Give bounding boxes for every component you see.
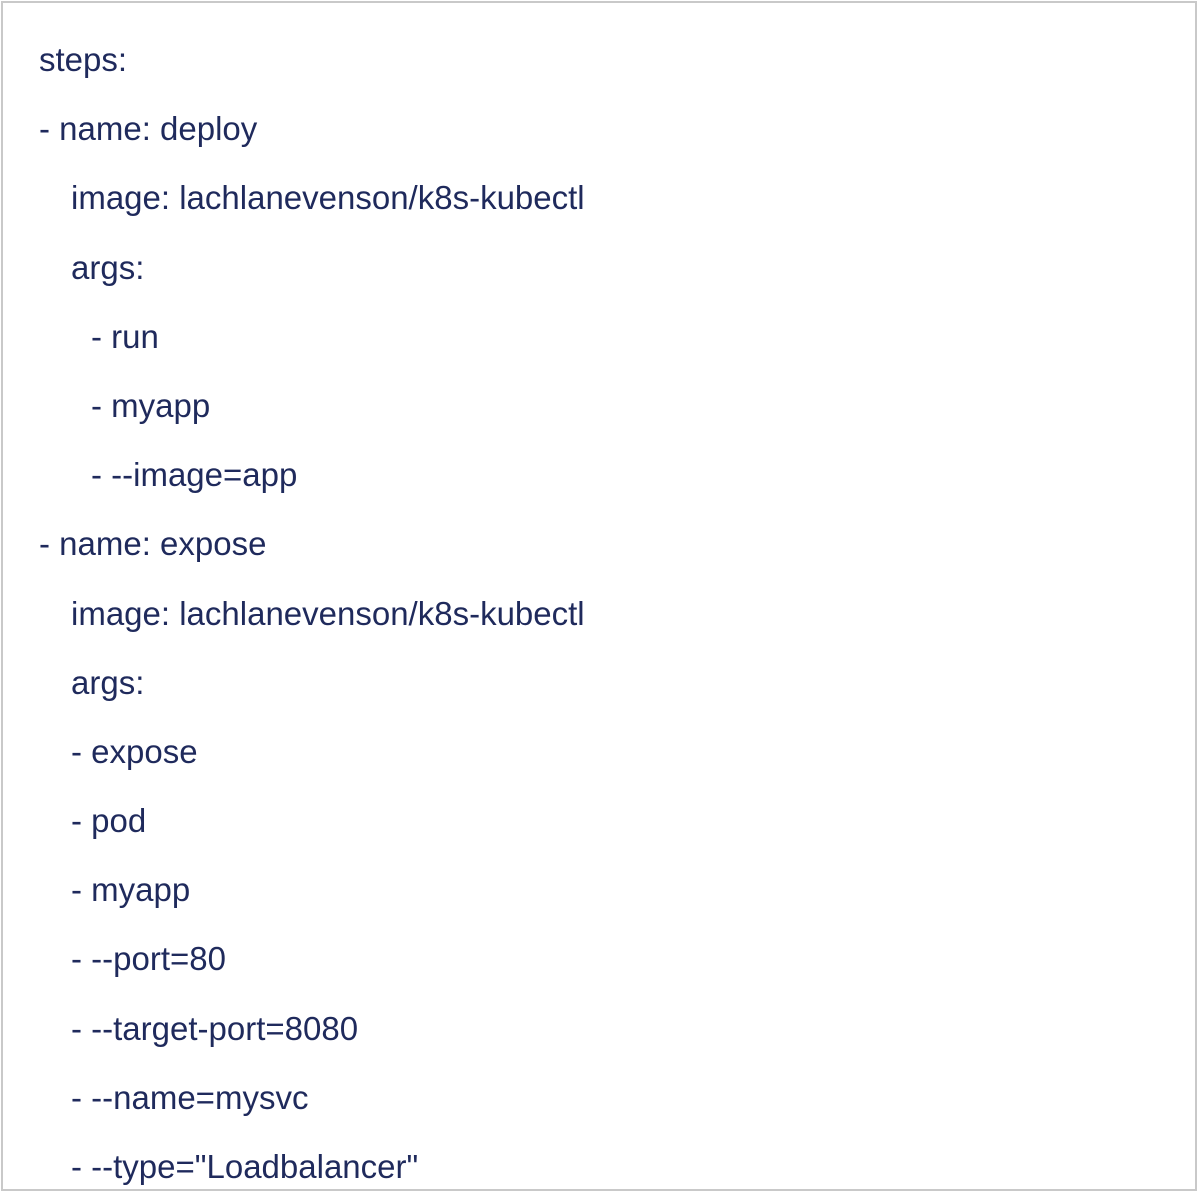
code-line: - name: expose [39, 525, 267, 563]
code-line: - run [91, 317, 159, 355]
code-line: - --image=app [91, 456, 298, 494]
code-line: - myapp [91, 386, 211, 424]
code-line: - pod [71, 802, 147, 840]
code-line: - myapp [71, 871, 191, 909]
code-line: args: [71, 663, 145, 701]
code-line: - --name=mysvc [71, 1078, 309, 1116]
code-line: args: [71, 248, 145, 286]
code-line: image: lachlanevenson/k8s-kubectl [71, 594, 585, 632]
code-line: - expose [71, 732, 198, 770]
code-line: - name: deploy [39, 110, 258, 148]
code-line: - --port=80 [71, 940, 226, 978]
code-line: steps: [39, 41, 128, 78]
code-line: - --target-port=8080 [71, 1009, 359, 1047]
code-lines: steps: - name: deploy image: lachlaneven… [3, 25, 585, 1201]
code-line: - --type="Loadbalancer" [71, 1148, 419, 1185]
code-line: image: lachlanevenson/k8s-kubectl [71, 179, 585, 217]
